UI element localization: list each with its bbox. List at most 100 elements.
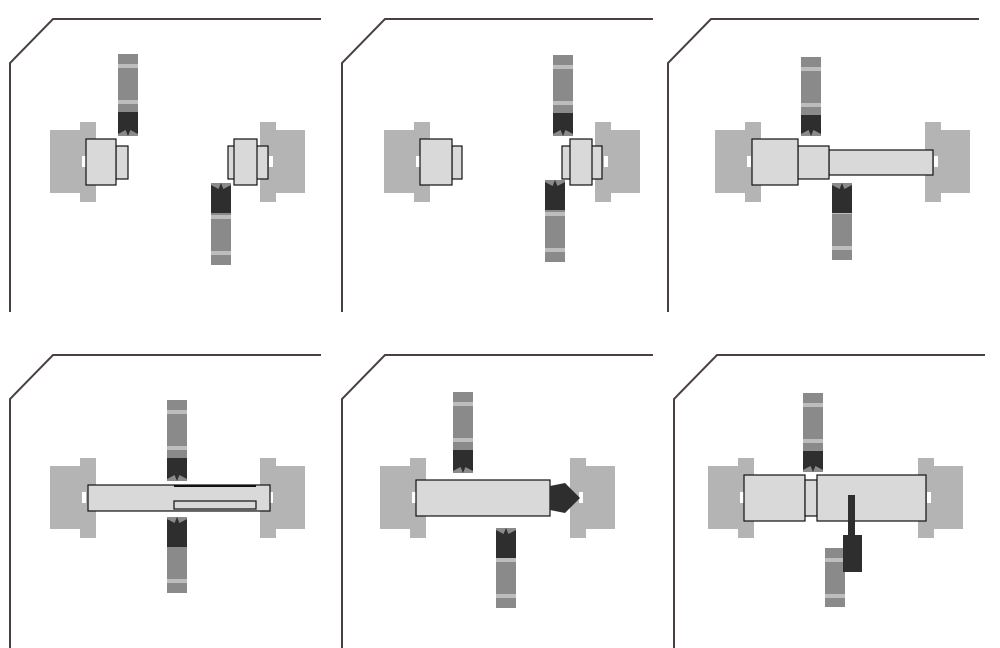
tool-tip — [496, 528, 516, 536]
tool-tip — [211, 183, 231, 191]
tool-band — [825, 558, 845, 562]
tool-holder — [211, 191, 231, 213]
panel-5 — [341, 354, 653, 648]
lower-tool — [496, 528, 516, 608]
panel-4 — [9, 354, 321, 648]
panel-3 — [667, 18, 979, 312]
tool-band — [167, 446, 187, 450]
tool-holder — [801, 115, 821, 128]
cut-groove-bottom — [173, 500, 257, 510]
workpiece-stub — [115, 145, 129, 180]
tool-tip — [167, 473, 187, 481]
tool-band — [453, 438, 473, 442]
panel-frame — [673, 354, 985, 648]
tool-band — [825, 594, 845, 598]
panel-2 — [341, 18, 653, 312]
panel-6 — [673, 354, 985, 648]
panel-1 — [9, 18, 321, 312]
workpiece-step — [797, 145, 830, 180]
workpiece-long-shaft — [828, 149, 934, 176]
tool-band — [553, 101, 573, 105]
workpiece — [751, 138, 799, 186]
chuck-center-notch — [934, 156, 938, 167]
tool-tip — [801, 128, 821, 136]
tool-band — [211, 251, 231, 255]
tool-shank — [825, 548, 845, 607]
chuck-center-notch — [927, 492, 931, 503]
lower-tool — [545, 180, 565, 262]
workpiece — [419, 138, 453, 186]
tool-tip — [545, 180, 565, 188]
upper-tool — [167, 400, 187, 481]
left-chuck — [50, 458, 96, 538]
tool-band — [211, 215, 231, 219]
workpiece — [233, 138, 258, 186]
tool-holder — [453, 450, 473, 465]
tool-band — [553, 65, 573, 69]
workpiece-bar — [415, 479, 551, 517]
chuck-center-notch — [269, 492, 273, 503]
tool-holder — [167, 525, 187, 547]
chuck-center-notch — [579, 492, 583, 503]
tool-band — [801, 67, 821, 71]
lower-parting-tool — [825, 495, 862, 607]
chuck-center-notch — [412, 492, 416, 503]
tool-band — [496, 558, 516, 562]
lower-tool — [167, 517, 187, 593]
tool-band — [496, 594, 516, 598]
tool-band — [118, 64, 138, 68]
upper-tool — [803, 393, 823, 472]
tool-holder — [832, 191, 852, 213]
chuck-center-notch — [740, 492, 744, 503]
chuck-jaw — [595, 122, 611, 202]
upper-tool — [118, 54, 138, 136]
tool-band — [118, 100, 138, 104]
tool-holder — [553, 113, 573, 128]
panel-frame — [667, 18, 979, 312]
tool-band — [167, 579, 187, 583]
tool-tip — [832, 183, 852, 191]
tool-band — [453, 402, 473, 406]
tool-tip — [167, 517, 187, 525]
tool-tip — [118, 128, 138, 136]
panel-frame — [341, 354, 653, 648]
chuck-center-notch — [416, 156, 420, 167]
tool-band — [832, 246, 852, 250]
tool-holder — [843, 535, 862, 572]
workpiece — [85, 138, 117, 186]
workpiece-right-section — [816, 474, 927, 522]
tool-band — [801, 103, 821, 107]
tool-band — [803, 439, 823, 443]
workpiece-stub — [451, 145, 463, 180]
panel-frame — [9, 354, 321, 648]
tool-holder — [803, 451, 823, 464]
lower-tool — [832, 183, 852, 260]
panel-frame — [9, 18, 321, 312]
workpiece-groove — [804, 479, 818, 517]
tool-tip — [803, 464, 823, 472]
tailstock-center — [550, 483, 580, 513]
tool-band — [803, 403, 823, 407]
tool-holder — [118, 112, 138, 128]
cut-line-top — [174, 485, 256, 487]
tool-tip — [453, 465, 473, 473]
chuck-center-notch — [604, 156, 608, 167]
tool-holder — [545, 188, 565, 210]
upper-tool — [553, 55, 573, 136]
tool-holder — [167, 458, 187, 473]
tool-holder — [496, 536, 516, 558]
upper-tool — [453, 392, 473, 473]
upper-tool — [801, 57, 821, 136]
chuck-center-notch — [747, 156, 751, 167]
lower-tool — [211, 183, 231, 265]
tool-tip — [553, 128, 573, 136]
panel-frame — [341, 18, 653, 312]
tool-band — [167, 410, 187, 414]
tool-band — [545, 212, 565, 216]
workpiece-left-section — [743, 474, 806, 522]
chuck-center-notch — [82, 156, 86, 167]
tool-band — [545, 248, 565, 252]
chuck-center-notch — [82, 492, 86, 503]
workpiece — [569, 138, 593, 186]
